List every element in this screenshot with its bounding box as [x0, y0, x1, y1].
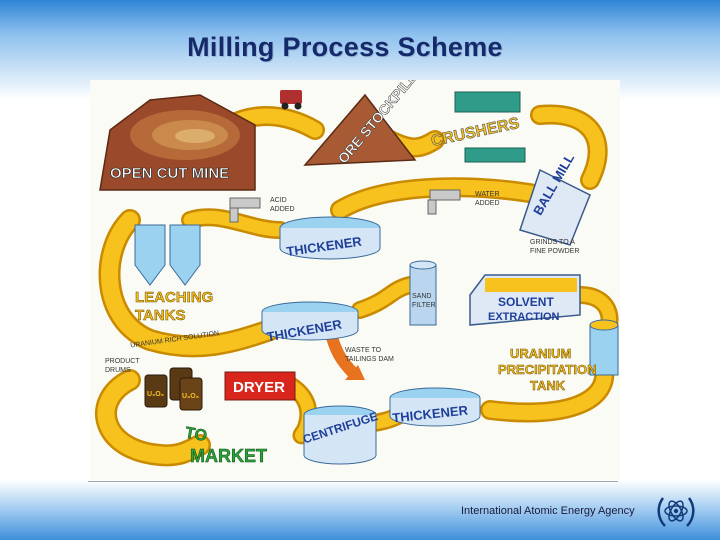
- thickener1-wall: [279, 228, 381, 260]
- footer-organization: International Atomic Energy Agency: [461, 505, 635, 517]
- flow-leaching-loop: [101, 211, 279, 355]
- leaching-tanks-line1: LEACHING: [135, 289, 213, 306]
- thickener-2: THICKENER WASTE TO TAILINGS DAM: [261, 301, 394, 363]
- waste-line1: WASTE TO: [345, 347, 382, 354]
- solvent-extraction-line2: EXTRACTION: [488, 311, 560, 323]
- haul-truck: [280, 90, 302, 110]
- mine-terrace-inner: [175, 129, 215, 143]
- acid-added-line2: ADDED: [270, 206, 295, 213]
- to-market-line2: MARKET: [190, 446, 267, 466]
- water-tap-body: [429, 189, 461, 201]
- uranium-precip-line3: TANK: [530, 378, 566, 393]
- product-drums-line2: DRUMS: [105, 367, 131, 374]
- dryer-label: DRYER: [233, 379, 285, 396]
- product-drums-line1: PRODUCT: [105, 358, 140, 365]
- sand-filter-column: [409, 264, 437, 326]
- water-added-line2: ADDED: [475, 200, 500, 207]
- sand-filter-top: [409, 260, 437, 270]
- solvent-extraction: SOLVENT EXTRACTION: [469, 274, 581, 326]
- flow-ballmill-to-thickener1: [332, 179, 548, 218]
- centrifuge-body: [303, 415, 377, 465]
- dryer-box: [224, 371, 296, 401]
- leaching-tank-left: [134, 224, 166, 286]
- flow-drums-to-market: [97, 371, 209, 464]
- grinds-line2: FINE POWDER: [530, 248, 579, 255]
- drum-1-label: U₃O₈: [147, 391, 164, 398]
- leaching-tanks-line2: TANKS: [135, 307, 186, 324]
- crusher-lower-jaw: [464, 147, 526, 163]
- precip-tank-body: [589, 324, 619, 376]
- uranium-precip-line1: URANIUM: [510, 346, 571, 361]
- leaching-tank-right: [169, 224, 201, 286]
- open-cut-mine-label: OPEN CUT MINE: [110, 165, 229, 182]
- drum-3-label: U₃O₈: [182, 393, 199, 400]
- acid-tap: ACID ADDED: [229, 197, 295, 223]
- stockpile-mound: [303, 93, 417, 166]
- uranium-precip-line2: PRECIPITATION: [498, 362, 596, 377]
- milling-process-diagram: OPEN CUT MINE ORE STOCKPILE CRUSHERS WAT…: [90, 80, 620, 480]
- acid-tap-spout: [229, 207, 239, 223]
- sand-filter: SAND FILTER: [409, 260, 437, 326]
- truck-wheel-rear: [281, 102, 289, 110]
- uranium-precipitation-tank: URANIUM PRECIPITATION TANK: [498, 319, 619, 393]
- crusher-upper-jaw: [454, 91, 521, 113]
- flow-thickener2-to-filter: [353, 278, 417, 317]
- iaea-logo-icon: [657, 497, 695, 527]
- waste-line2: TAILINGS DAM: [345, 356, 394, 363]
- ball-mill-drum: [519, 168, 591, 246]
- dryer: DRYER: [224, 371, 296, 401]
- acid-added-line1: ACID: [270, 197, 287, 204]
- thickener3-wall: [389, 398, 481, 427]
- water-tap-spout: [427, 199, 437, 215]
- truck-wheel-front: [294, 102, 302, 110]
- solvent-layer: [485, 278, 577, 292]
- to-market-line1: TO: [184, 425, 209, 446]
- drum-1: [144, 374, 168, 408]
- truck-body: [280, 90, 302, 104]
- flow-crushers-to-ballmill: [532, 106, 606, 188]
- to-market: TO MARKET: [183, 424, 267, 466]
- footer-gradient-band: [0, 480, 720, 540]
- thickener2-wall: [261, 312, 359, 341]
- footer-divider: [88, 481, 618, 482]
- water-tap: WATER ADDED: [427, 189, 500, 215]
- sand-filter-line2: FILTER: [412, 302, 436, 309]
- open-cut-mine: OPEN CUT MINE: [99, 94, 256, 191]
- slide-title: Milling Process Scheme: [187, 32, 503, 62]
- precip-tank-top: [589, 319, 619, 331]
- product-drums: PRODUCT DRUMS U₃O₈ U₃O₈: [105, 358, 203, 411]
- thickener-1: THICKENER: [279, 216, 381, 260]
- solvent-extraction-line1: SOLVENT: [498, 295, 554, 309]
- acid-tap-body: [229, 197, 261, 209]
- waste-arrowhead: [345, 365, 365, 380]
- centrifuge: CENTRIFUGE: [301, 405, 380, 465]
- leaching-tanks: LEACHING TANKS URANIUM RICH SOLUTION: [130, 224, 220, 350]
- sand-filter-line1: SAND: [412, 293, 431, 300]
- grinds-line1: GRINDS TO A: [530, 239, 575, 246]
- drum-3: [179, 377, 203, 411]
- thickener-3: THICKENER: [389, 387, 481, 427]
- water-added-line1: WATER: [475, 191, 500, 198]
